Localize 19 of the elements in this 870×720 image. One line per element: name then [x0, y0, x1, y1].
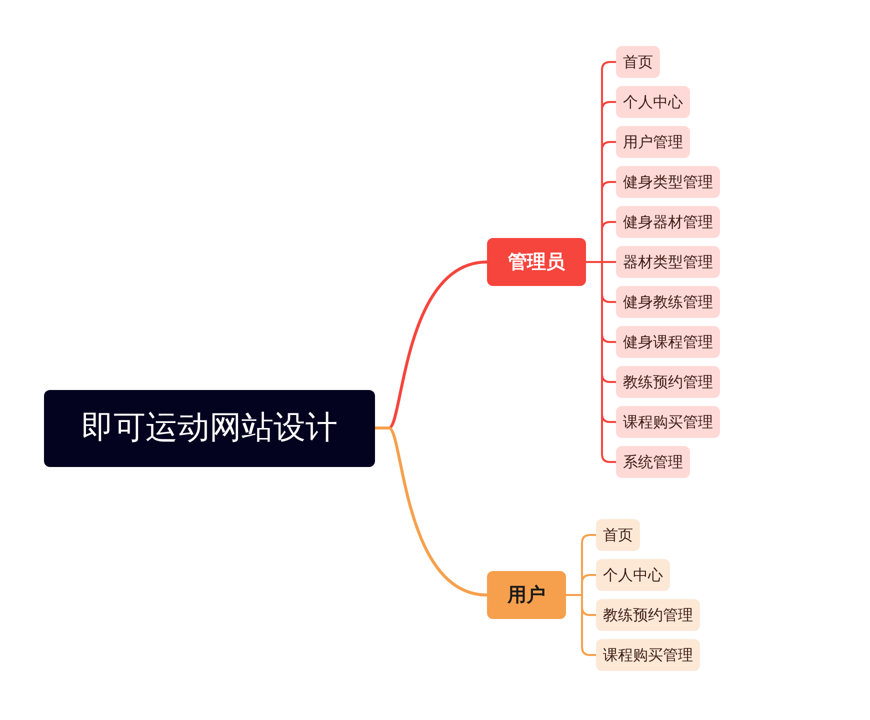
branch-topic-box: 用户 [487, 571, 566, 619]
subtopic-box: 个人中心 [596, 559, 670, 591]
subtopic-box: 健身教练管理 [616, 286, 720, 318]
branch-topic-box: 管理员 [487, 238, 586, 286]
subtopic-box: 首页 [596, 519, 640, 551]
subtopic-box: 课程购买管理 [616, 406, 720, 438]
subtopic-box: 器材类型管理 [616, 246, 720, 278]
subtopic-box: 个人中心 [616, 86, 690, 118]
subtopic-box: 课程购买管理 [596, 639, 700, 671]
subtopic-box: 健身器材管理 [616, 206, 720, 238]
subtopic-box: 教练预约管理 [596, 599, 700, 631]
root-topic-box: 即可运动网站设计 [44, 390, 375, 466]
subtopic-box: 首页 [616, 46, 660, 78]
subtopic-box: 用户管理 [616, 126, 690, 158]
subtopic-box: 健身课程管理 [616, 326, 720, 358]
connector-line [375, 426, 488, 596]
subtopic-box: 健身类型管理 [616, 166, 720, 198]
subtopic-box: 教练预约管理 [616, 366, 720, 398]
subtopic-box: 系统管理 [616, 446, 690, 478]
